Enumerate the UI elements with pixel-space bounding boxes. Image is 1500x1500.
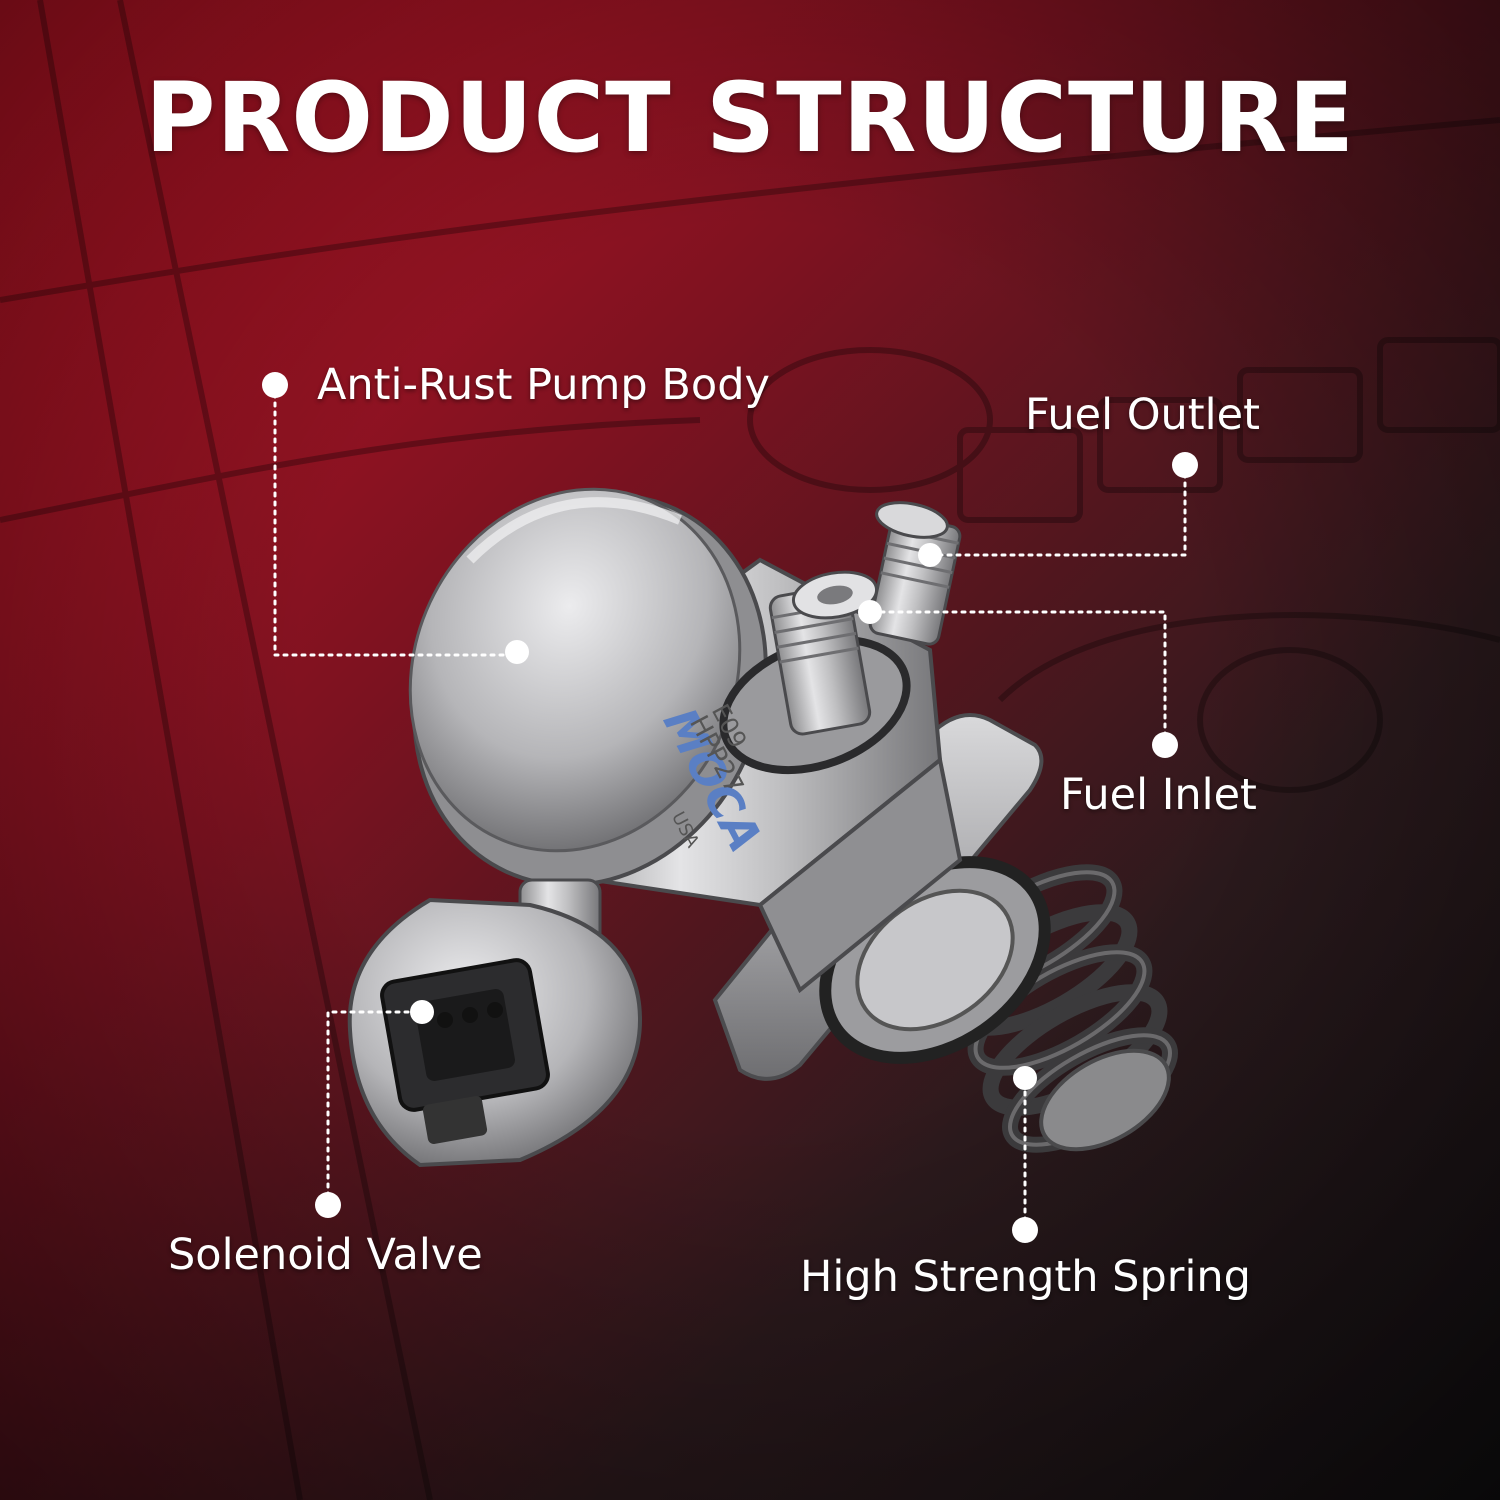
page-title: PRODUCT STRUCTURE [145,62,1355,174]
fuel-inlet-dot-end [858,600,882,624]
fuel-outlet-dot-start [1172,452,1198,478]
callout-fuel-outlet: Fuel Outlet [1025,390,1260,440]
callout-dots [262,372,1198,1243]
fuel-inlet-fitting [719,570,911,775]
callout-fuel-inlet: Fuel Inlet [1060,770,1257,820]
callout-pump-body: Anti-Rust Pump Body [317,360,770,410]
callout-high-strength-spring: High Strength Spring [800,1252,1251,1302]
fuel-outlet-dot-end [918,543,942,567]
spring-dot-end [1013,1066,1037,1090]
solenoid-dot-start [315,1192,341,1218]
fuel-pump-illustration: MOCA HPP27 E09 USA [347,487,1178,1168]
callout-leaders [273,383,1187,1232]
fuel-inlet-dot-start [1152,732,1178,758]
pump-body-dot-end [505,640,529,664]
callout-solenoid-valve: Solenoid Valve [168,1230,483,1280]
pump-body-dot-start [262,372,288,398]
solenoid-valve [347,878,643,1168]
spring-dot-start [1012,1217,1038,1243]
solenoid-dot-end [410,1000,434,1024]
